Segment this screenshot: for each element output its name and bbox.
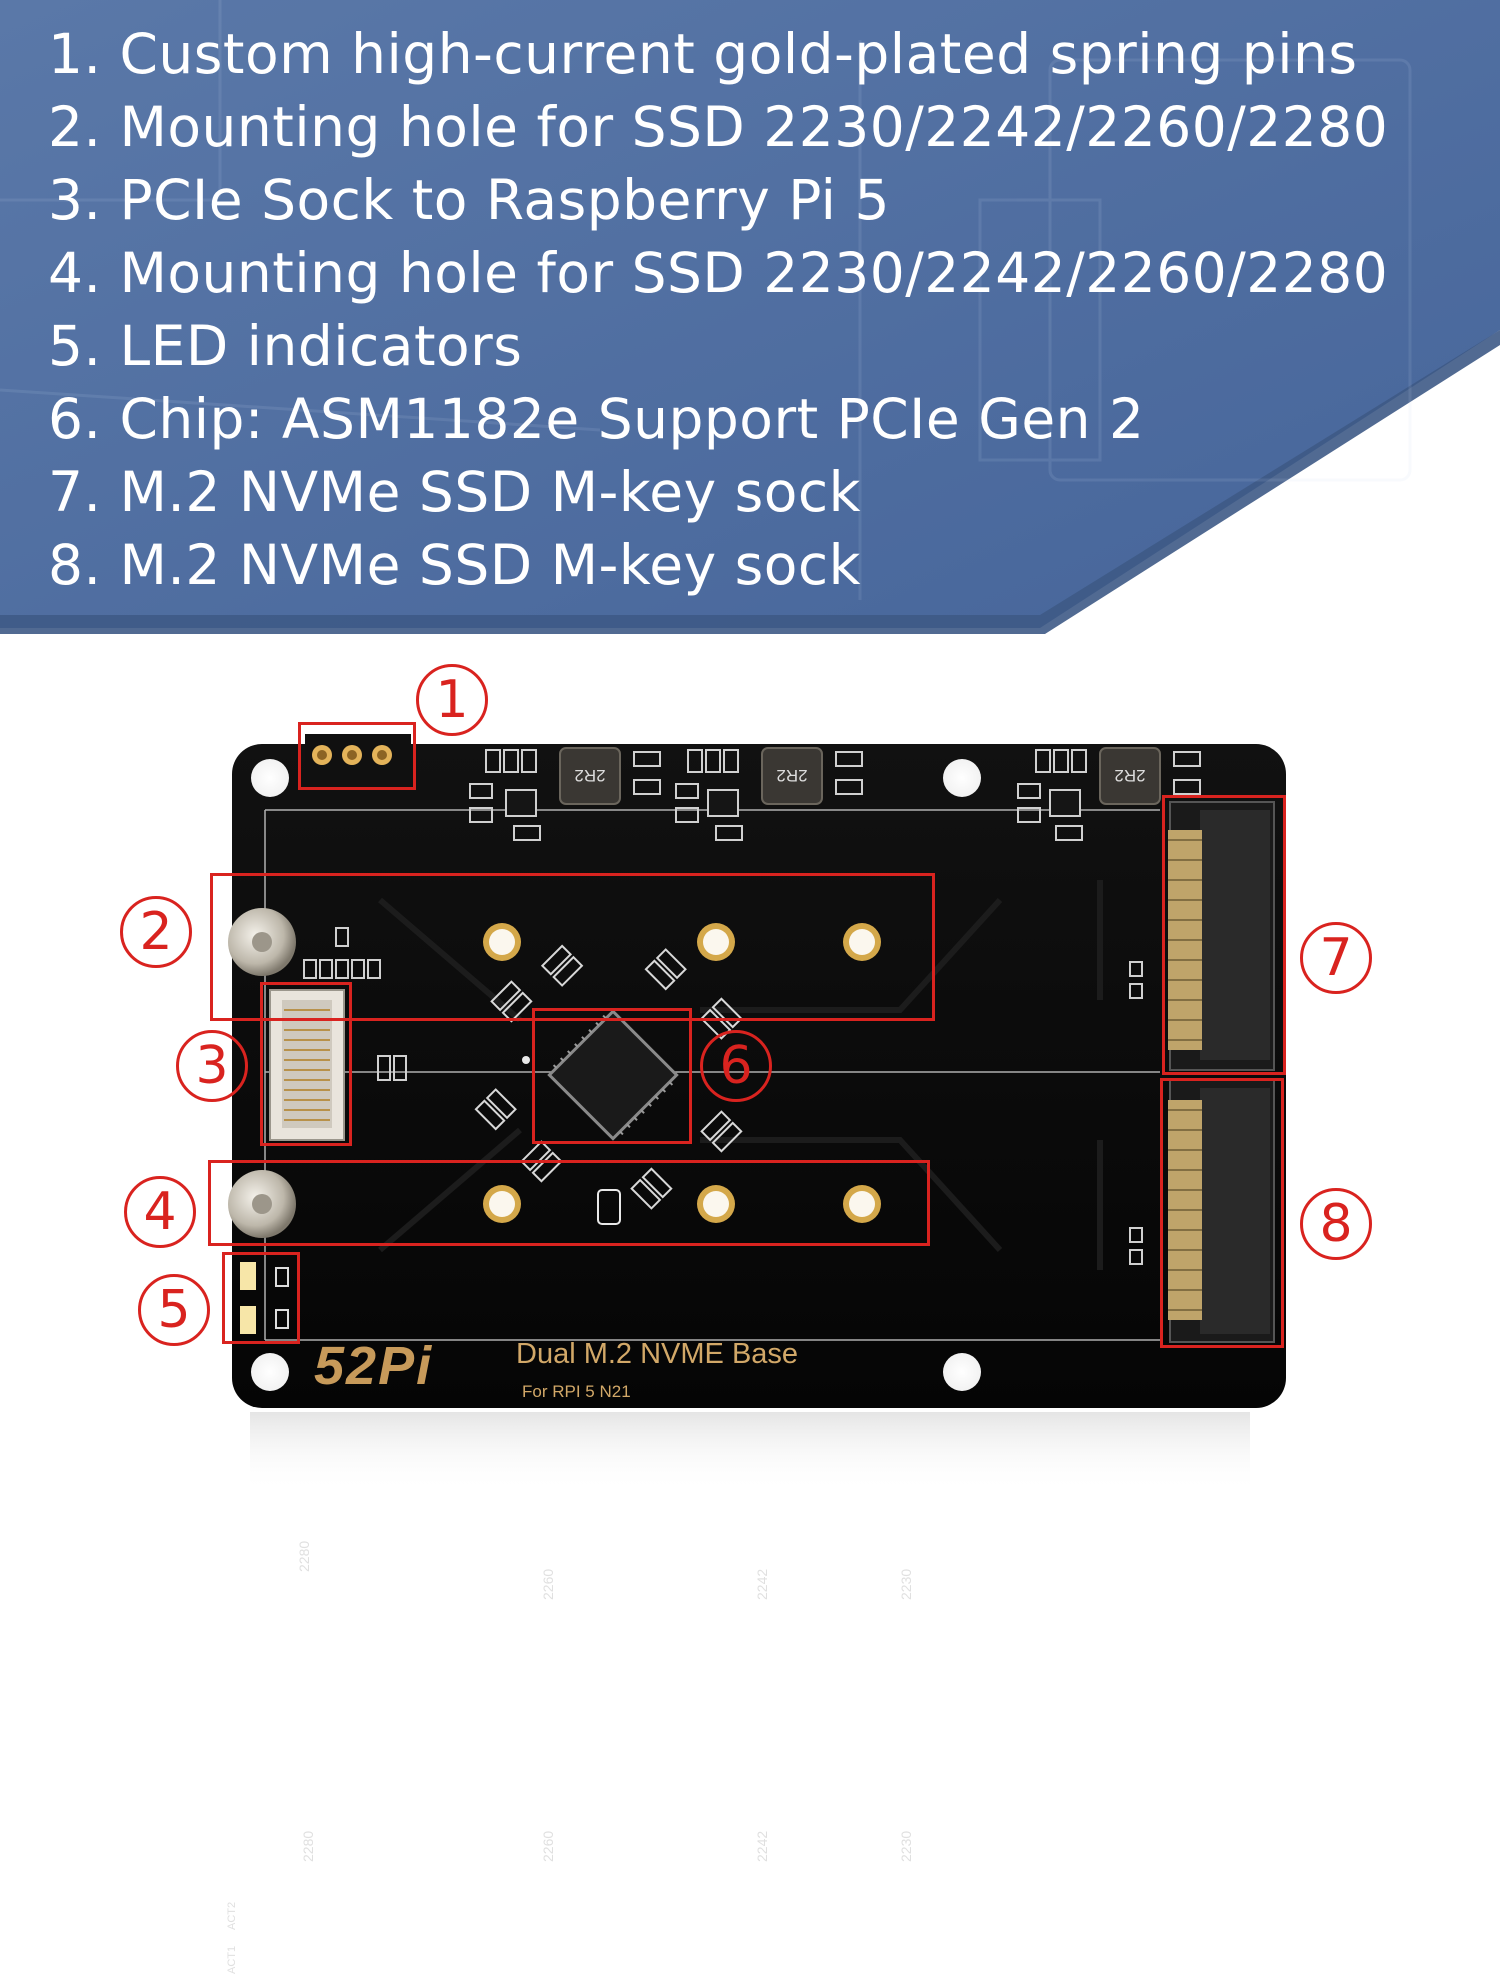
callout-7: 7 — [1300, 922, 1372, 994]
highlight-leds — [222, 1252, 300, 1344]
feature-item: 6. Chip: ASM1182e Support PCIe Gen 2 — [48, 387, 1145, 451]
led-label-act2: ACT2 — [226, 1901, 238, 1930]
hole-label-2242-bottom: 2242 — [754, 1830, 770, 1862]
feature-item: 3. PCIe Sock to Raspberry Pi 5 — [48, 168, 890, 232]
callout-8: 8 — [1300, 1188, 1372, 1260]
board-illustration: 2R2 2R2 2R2 — [0, 640, 1500, 1974]
hole-label-2280-bottom: 2280 — [300, 1830, 316, 1862]
hole-label-2260-top: 2260 — [540, 1568, 556, 1600]
highlight-mount-holes-bottom — [208, 1160, 930, 1246]
callout-3: 3 — [176, 1030, 248, 1102]
banner-background — [0, 0, 1500, 634]
highlight-spring-pins — [298, 722, 416, 790]
svg-text:2R2: 2R2 — [1114, 766, 1145, 785]
svg-text:2R2: 2R2 — [574, 766, 605, 785]
hole-label-2230-bottom: 2230 — [898, 1830, 914, 1862]
callout-1: 1 — [416, 664, 488, 736]
feature-list: 1. Custom high-current gold-plated sprin… — [48, 18, 1388, 602]
callout-6: 6 — [700, 1030, 772, 1102]
feature-item: 2. Mounting hole for SSD 2230/2242/2260/… — [48, 95, 1389, 159]
hole-label-2280-top: 2280 — [296, 1540, 312, 1572]
hole-label-2260-bottom: 2260 — [540, 1830, 556, 1862]
brand-logo: 52Pi — [314, 1336, 434, 1396]
feature-item: 1. Custom high-current gold-plated sprin… — [48, 22, 1358, 86]
product-subtitle: For RPI 5 N21 — [522, 1382, 631, 1401]
hole-label-2242-top: 2242 — [754, 1568, 770, 1600]
callout-4: 4 — [124, 1176, 196, 1248]
feature-item: 8. M.2 NVMe SSD M-key sock — [48, 533, 862, 597]
feature-item: 7. M.2 NVMe SSD M-key sock — [48, 460, 862, 524]
callout-5: 5 — [138, 1274, 210, 1346]
feature-banner: 1. Custom high-current gold-plated sprin… — [0, 0, 1500, 640]
hole-label-2230-top: 2230 — [898, 1568, 914, 1600]
svg-text:2R2: 2R2 — [776, 766, 807, 785]
highlight-m2-slot-bottom — [1160, 1078, 1284, 1348]
feature-item: 4. Mounting hole for SSD 2230/2242/2260/… — [48, 241, 1389, 305]
led-label-act1: ACT1 — [226, 1945, 238, 1974]
highlight-chip — [532, 1008, 692, 1144]
highlight-m2-slot-top — [1162, 795, 1286, 1075]
product-name: Dual M.2 NVME Base — [516, 1338, 799, 1370]
feature-item: 5. LED indicators — [48, 314, 523, 378]
callout-2: 2 — [120, 896, 192, 968]
highlight-mount-holes-top — [210, 873, 935, 1021]
highlight-pcie-socket — [260, 982, 352, 1146]
